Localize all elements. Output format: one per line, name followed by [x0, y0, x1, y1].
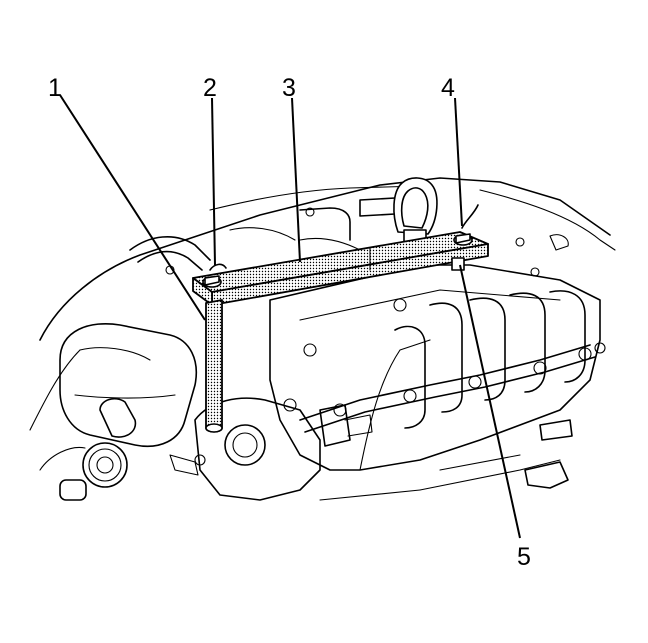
engine-background	[29, 177, 616, 501]
bracket-spacer	[451, 257, 465, 271]
bracket-bolt-left	[202, 263, 227, 288]
callout-3: 3	[282, 74, 296, 102]
callout-2: 2	[203, 74, 217, 102]
lift-bracket-bar	[192, 231, 489, 306]
callout-5: 5	[517, 543, 531, 571]
callout-1: 1	[48, 74, 62, 102]
callout-4: 4	[441, 74, 455, 102]
lift-bracket-leg	[205, 299, 223, 433]
lifting-eye	[393, 177, 438, 245]
bracket-bolt-right	[453, 204, 479, 246]
callout-labels: 1 2 3 4 5	[48, 74, 531, 571]
callout-leaders	[59, 94, 521, 539]
